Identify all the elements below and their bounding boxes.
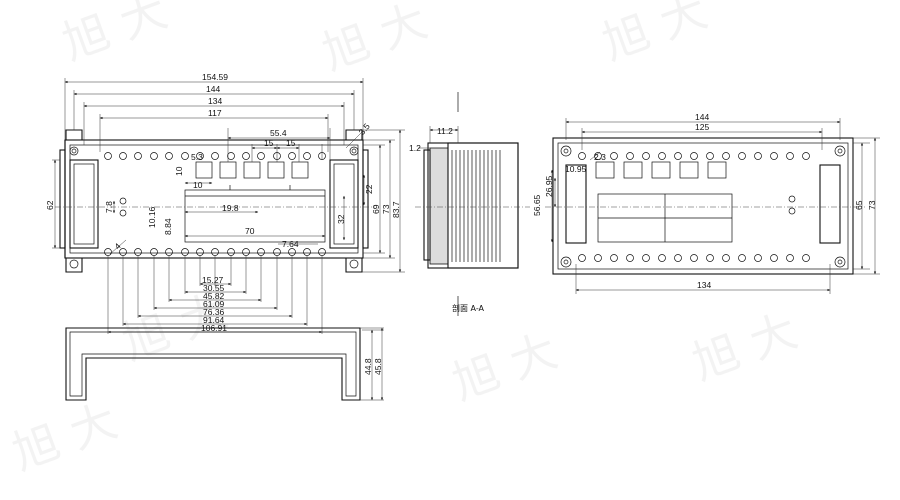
svg-text:旭 大: 旭 大 — [5, 393, 124, 480]
dim-pitch-15-a: 15 — [264, 138, 274, 148]
dim-5-3: 5.3 — [191, 152, 203, 162]
dim-width-117: 117 — [208, 108, 222, 118]
dim-height-44-8: 44.8 — [363, 358, 373, 375]
front-top-terminal-row — [104, 152, 326, 160]
svg-text:91.64: 91.64 — [203, 315, 225, 325]
dim-70: 70 — [245, 226, 255, 236]
dim-10-95: 10.95 — [565, 164, 587, 174]
dim-hole-dia: 3.5 — [357, 121, 372, 137]
section-caption: 剖面 A-A — [452, 303, 485, 313]
front-inner-dimensions: 19.8 70 7.64 — [184, 203, 326, 249]
svg-text:61.09: 61.09 — [203, 299, 225, 309]
dim-22: 22 — [364, 184, 374, 194]
dim-rear-height-73: 73 — [867, 200, 877, 210]
dim-rear-width-144: 144 — [695, 112, 709, 122]
rear-top-terminal-row — [578, 152, 810, 160]
dim-dia-4: 4 — [112, 241, 123, 252]
svg-text:旭 大: 旭 大 — [55, 0, 174, 70]
dim-32: 32 — [336, 214, 346, 224]
dim-1-2: 1.2 — [409, 143, 421, 153]
watermark: 旭 大 旭 大 旭 大 旭 大 旭 大 旭 大 旭 大 — [5, 0, 804, 480]
left-terminal-block — [69, 159, 99, 249]
dim-width-134: 134 — [208, 96, 222, 106]
rear-left-terminal-block — [565, 164, 587, 244]
dim-11-2: 11.2 — [437, 126, 453, 136]
front-left-dimensions: 62 7.8 10.16 8.84 4 — [45, 159, 173, 255]
svg-text:旭 大: 旭 大 — [685, 303, 804, 390]
svg-text:15.27: 15.27 — [202, 275, 224, 285]
right-terminal-block — [329, 159, 359, 249]
dim-55-4: 55.4 — [270, 128, 287, 138]
dim-rear-height-65: 65 — [854, 200, 864, 210]
front-right-dimensions: 22 32 69 73 83.7 — [336, 129, 405, 273]
dim-pitch-15-b: 15 — [286, 138, 296, 148]
front-display-windows — [195, 161, 309, 179]
front-top-dimensions: 154.59 144 134 117 55.4 15 15 3.5 5.3 10 — [64, 72, 372, 190]
svg-text:旭 大: 旭 大 — [595, 0, 714, 70]
dim-19-8: 19.8 — [222, 203, 239, 213]
dim-rear-width-125: 125 — [695, 122, 709, 132]
svg-text:76.36: 76.36 — [203, 307, 225, 317]
side-section-view: 11.2 1.2 剖面 A-A — [409, 92, 530, 316]
dim-56-65: 56.65 — [532, 194, 542, 216]
front-view: 154.59 144 134 117 55.4 15 15 3.5 5.3 10 — [45, 72, 405, 334]
dim-height-73: 73 — [381, 204, 391, 214]
svg-text:旭 大: 旭 大 — [315, 0, 434, 80]
svg-text:旭 大: 旭 大 — [445, 323, 564, 410]
dim-height-83-7: 83.7 — [391, 201, 401, 218]
front-enclosure-outline — [64, 139, 364, 259]
front-bottom-terminal-row — [104, 248, 326, 256]
dim-7-8: 7.8 — [104, 201, 114, 213]
dim-10-bottom: 10 — [193, 180, 203, 190]
svg-text:45.82: 45.82 — [203, 291, 225, 301]
dim-height-62: 62 — [45, 200, 55, 210]
dim-dia-2-3: 2.3 — [594, 152, 606, 162]
dim-height-69: 69 — [371, 204, 381, 214]
rear-display-windows — [595, 161, 727, 179]
rear-dimensions: 144 125 134 2.3 10.95 56.65 26.95 65 73 — [532, 112, 880, 294]
dim-height-45-8: 45.8 — [373, 358, 383, 375]
dim-10-16: 10.16 — [147, 206, 157, 228]
rear-right-terminal-block — [819, 164, 841, 244]
front-inner-window — [184, 189, 326, 243]
dim-outer-width: 144 — [206, 84, 220, 94]
section-hatch — [451, 150, 501, 262]
dim-10-top: 10 — [174, 166, 184, 176]
rear-view: 144 125 134 2.3 10.95 56.65 26.95 65 73 — [532, 112, 880, 294]
dim-8-84: 8.84 — [163, 218, 173, 235]
svg-text:30.55: 30.55 — [203, 283, 225, 293]
dim-7-64: 7.64 — [282, 239, 299, 249]
dim-overall-width: 154.59 — [202, 72, 228, 82]
dim-rear-width-134: 134 — [697, 280, 711, 290]
rear-bottom-terminal-row — [578, 254, 810, 262]
dim-26-95: 26.95 — [544, 175, 554, 197]
bottom-view: 44.8 45.8 — [65, 327, 384, 401]
